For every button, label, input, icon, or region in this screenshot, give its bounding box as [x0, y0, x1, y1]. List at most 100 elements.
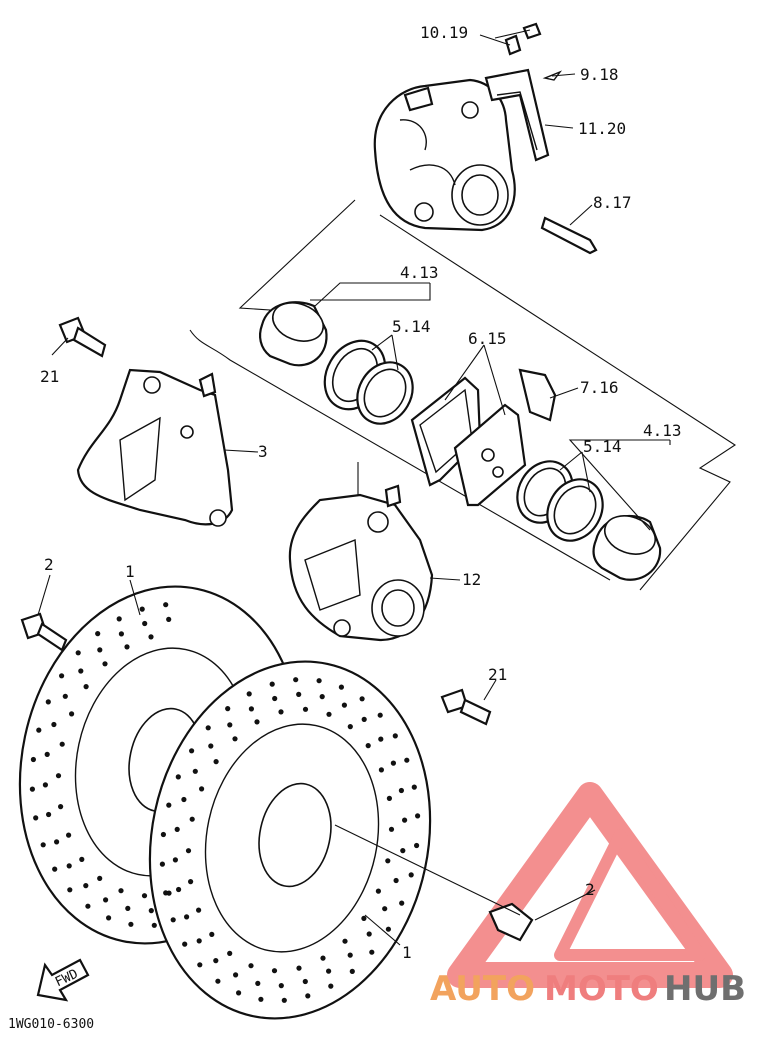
leader-lines: [37, 29, 671, 946]
drill-hole: [106, 915, 112, 921]
label-7-16: 7.16: [580, 378, 619, 397]
drill-hole: [296, 965, 302, 971]
drill-hole: [128, 921, 134, 927]
drill-hole: [185, 848, 192, 854]
drill-hole: [271, 968, 278, 974]
drill-hole: [78, 668, 84, 674]
label-21-left: 21: [40, 367, 59, 386]
label-2-right: 2: [585, 880, 595, 899]
drill-hole: [393, 877, 399, 884]
drill-hole: [365, 743, 371, 749]
drill-hole: [414, 842, 420, 849]
upper-piston-group: [259, 301, 414, 425]
drill-hole: [392, 733, 398, 739]
drill-hole: [159, 861, 165, 867]
drill-hole: [197, 962, 203, 968]
drill-hole: [29, 786, 35, 792]
drill-hole: [124, 644, 130, 650]
drill-hole: [75, 650, 81, 656]
drill-hole: [45, 699, 51, 705]
drill-hole: [83, 684, 89, 690]
drill-hole: [116, 616, 122, 622]
top-caliper: [373, 22, 598, 255]
drill-hole: [163, 890, 169, 896]
drill-hole: [166, 616, 172, 623]
drill-hole: [174, 826, 180, 833]
drill-hole: [181, 796, 187, 803]
drill-hole: [254, 719, 260, 725]
drill-hole: [67, 887, 73, 893]
label-2-left: 2: [44, 555, 54, 574]
drill-hole: [248, 963, 254, 969]
drill-hole: [326, 968, 332, 974]
drill-hole: [62, 693, 68, 699]
drill-hole: [118, 888, 124, 894]
drill-hole: [196, 907, 202, 913]
drill-hole: [305, 993, 311, 999]
label-10-19: 10.19: [420, 23, 468, 42]
label-3: 3: [258, 442, 268, 461]
drill-hole: [342, 938, 348, 944]
drill-hole: [386, 795, 392, 802]
drill-hole: [36, 727, 42, 733]
drill-hole: [44, 751, 50, 758]
watermark-auto: AUTO: [430, 969, 535, 1009]
drill-hole: [97, 875, 103, 882]
watermark-logo: [447, 782, 733, 988]
drill-hole: [46, 811, 52, 818]
drill-hole: [213, 958, 219, 964]
drill-hole: [281, 997, 287, 1003]
drill-hole: [319, 694, 325, 700]
drill-hole: [148, 908, 154, 914]
drill-hole: [184, 914, 190, 920]
drill-hole: [402, 817, 408, 823]
drill-hole: [213, 759, 219, 765]
drill-hole: [227, 950, 233, 957]
watermark-moto: MOTO: [544, 969, 659, 1009]
drill-hole: [388, 826, 395, 832]
label-4-13-lower: 4.13: [643, 421, 682, 440]
label-12: 12: [462, 570, 481, 589]
drill-hole: [278, 983, 284, 989]
drill-hole: [189, 748, 195, 754]
drill-hole: [205, 725, 211, 731]
drill-hole: [278, 709, 284, 715]
label-6-15: 6.15: [468, 329, 507, 348]
watermark-text: AUTO MOTO HUB: [430, 969, 746, 1009]
drill-hole: [404, 757, 410, 763]
drill-hole: [83, 883, 89, 889]
drill-hole: [208, 743, 214, 749]
drill-hole: [411, 784, 417, 790]
drill-hole: [199, 786, 205, 792]
drill-hole: [341, 702, 347, 708]
drill-hole: [166, 802, 172, 808]
drill-hole: [215, 978, 221, 984]
drill-hole: [69, 711, 75, 717]
drill-hole: [189, 816, 195, 822]
drill-hole: [55, 773, 62, 779]
drill-hole: [375, 888, 381, 894]
drill-hole: [160, 831, 166, 838]
drill-hole: [302, 978, 308, 985]
bolts: [20, 316, 534, 942]
drill-hole: [369, 949, 375, 955]
drill-hole: [85, 903, 91, 909]
drill-hole: [196, 938, 202, 944]
drill-hole: [400, 848, 406, 854]
drill-hole: [58, 804, 64, 810]
drill-hole: [227, 722, 233, 728]
drill-hole: [233, 972, 239, 978]
drill-hole: [359, 696, 365, 702]
drill-hole: [102, 661, 108, 667]
drill-hole: [385, 926, 391, 932]
drill-hole: [151, 922, 157, 928]
drill-hole: [328, 983, 334, 989]
drill-hole: [66, 863, 72, 869]
drill-hole: [30, 756, 36, 763]
label-5-14-upper: 5.14: [392, 317, 431, 336]
drill-hole: [248, 706, 254, 712]
drill-hole: [172, 857, 178, 863]
drill-hole: [296, 691, 302, 698]
drill-hole: [141, 893, 148, 899]
lower-piston-group: [516, 460, 662, 581]
